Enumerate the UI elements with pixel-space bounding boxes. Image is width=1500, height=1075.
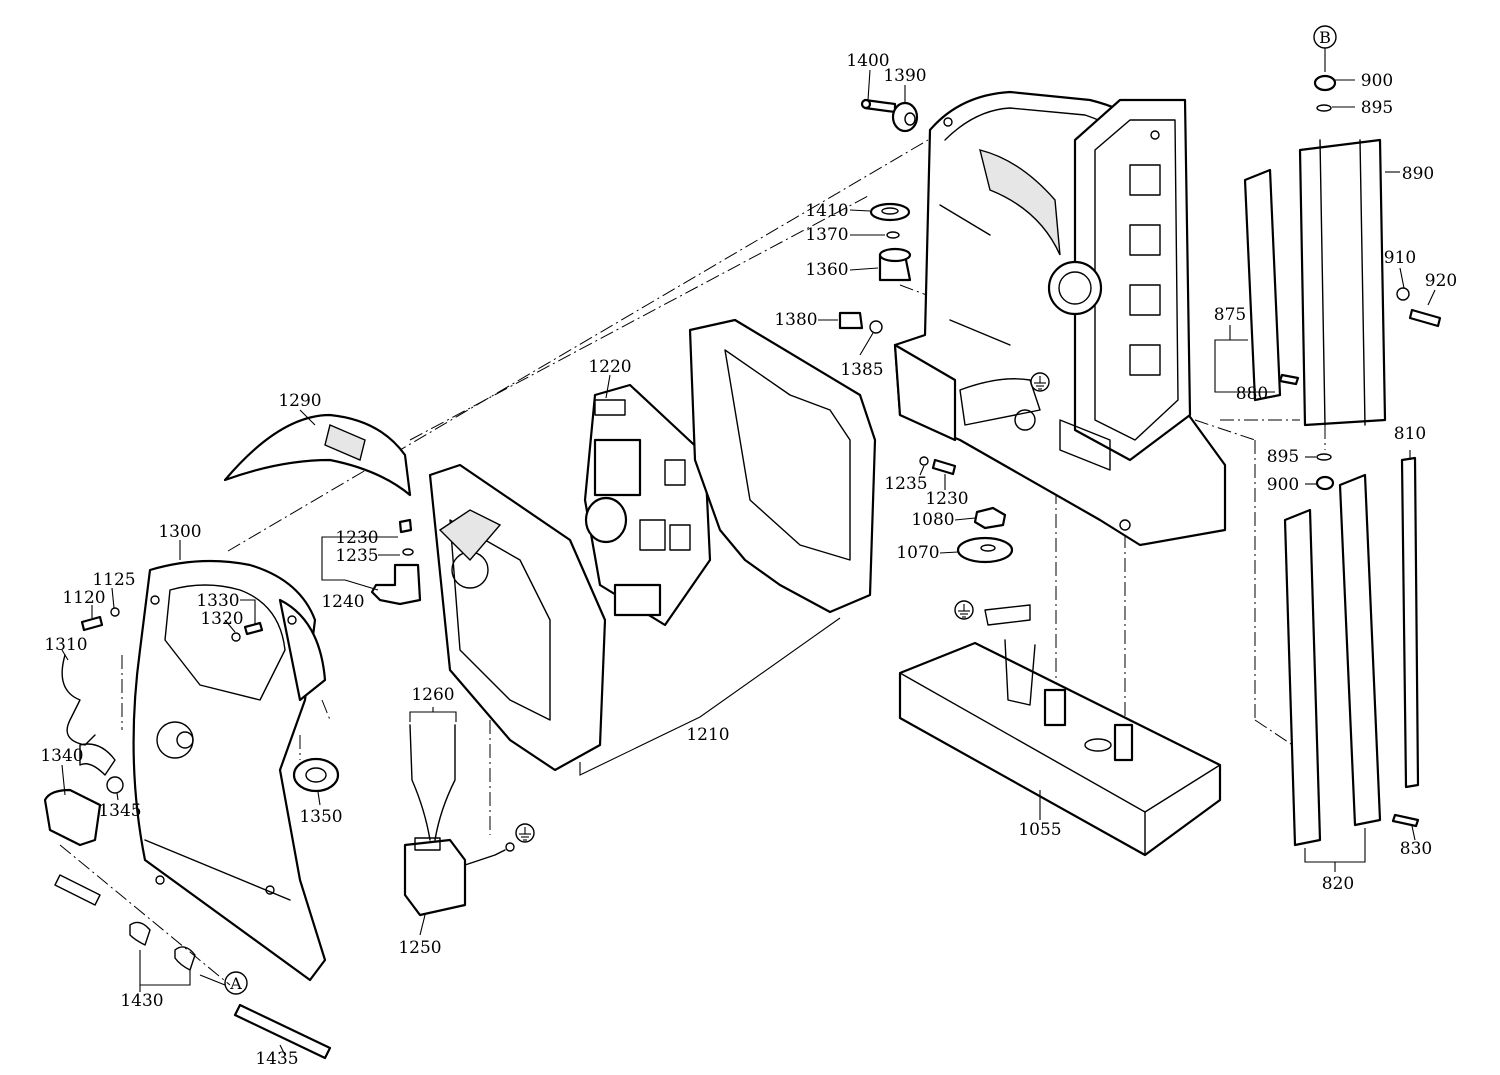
label-1055: 1055 — [1018, 820, 1061, 840]
hoses-and-relay — [403, 724, 515, 917]
label-1235-left: 1235 — [335, 546, 378, 566]
assembly-lines — [59, 139, 1326, 986]
label-895-bottom: 895 — [1267, 447, 1299, 467]
frame-insert — [428, 318, 877, 772]
elbow-fitting — [370, 518, 422, 606]
label-1340: 1340 — [40, 746, 83, 766]
callout-a-label: A — [229, 974, 242, 993]
ground-symbol — [515, 372, 1050, 843]
callout-b-label: B — [1319, 28, 1331, 47]
callout-b: B — [1313, 25, 1337, 49]
part-labels: 1400 1390 1410 1370 1360 1380 1385 1235 … — [40, 51, 1457, 1069]
label-1345: 1345 — [98, 801, 141, 821]
label-900-bottom: 900 — [1267, 475, 1299, 495]
label-1070: 1070 — [896, 543, 939, 563]
label-1235-right: 1235 — [884, 474, 927, 494]
housing-fittings — [838, 98, 1014, 564]
label-900-top: 900 — [1361, 71, 1393, 91]
label-1430: 1430 — [120, 991, 163, 1011]
label-1230-left: 1230 — [335, 528, 378, 548]
label-1400: 1400 — [846, 51, 889, 71]
side-panel — [132, 559, 327, 982]
leader-lines — [61, 48, 1436, 1056]
left-small-parts — [43, 607, 340, 1060]
label-1120: 1120 — [62, 588, 105, 608]
guide-rails — [1243, 74, 1442, 847]
label-820: 820 — [1322, 874, 1354, 894]
label-830: 830 — [1400, 839, 1432, 859]
label-1350: 1350 — [299, 807, 342, 827]
label-1360: 1360 — [805, 260, 848, 280]
label-1250: 1250 — [398, 938, 441, 958]
label-910: 910 — [1384, 248, 1416, 268]
label-1260: 1260 — [411, 685, 454, 705]
callout-a: A — [224, 971, 248, 995]
circuit-board — [583, 383, 712, 627]
label-1380: 1380 — [774, 310, 817, 330]
label-1410: 1410 — [805, 201, 848, 221]
label-1080: 1080 — [911, 510, 954, 530]
label-1240: 1240 — [321, 592, 364, 612]
label-1435: 1435 — [255, 1049, 298, 1069]
label-1320: 1320 — [200, 609, 243, 629]
label-875: 875 — [1214, 305, 1246, 325]
label-890: 890 — [1402, 164, 1434, 184]
label-1390: 1390 — [883, 66, 926, 86]
label-1300: 1300 — [158, 522, 201, 542]
label-1330: 1330 — [196, 591, 239, 611]
base-block — [898, 604, 1222, 857]
label-895-top: 895 — [1361, 98, 1393, 118]
label-880: 880 — [1236, 384, 1268, 404]
main-housing — [893, 90, 1227, 547]
label-920: 920 — [1425, 271, 1457, 291]
label-1290: 1290 — [278, 391, 321, 411]
label-810: 810 — [1394, 424, 1426, 444]
label-1220: 1220 — [588, 357, 631, 377]
label-1230-right: 1230 — [925, 489, 968, 509]
label-1385: 1385 — [840, 360, 883, 380]
label-1370: 1370 — [805, 225, 848, 245]
label-1210: 1210 — [686, 725, 729, 745]
label-1125: 1125 — [92, 570, 135, 590]
label-1310: 1310 — [44, 635, 87, 655]
cover-1290 — [223, 413, 412, 497]
